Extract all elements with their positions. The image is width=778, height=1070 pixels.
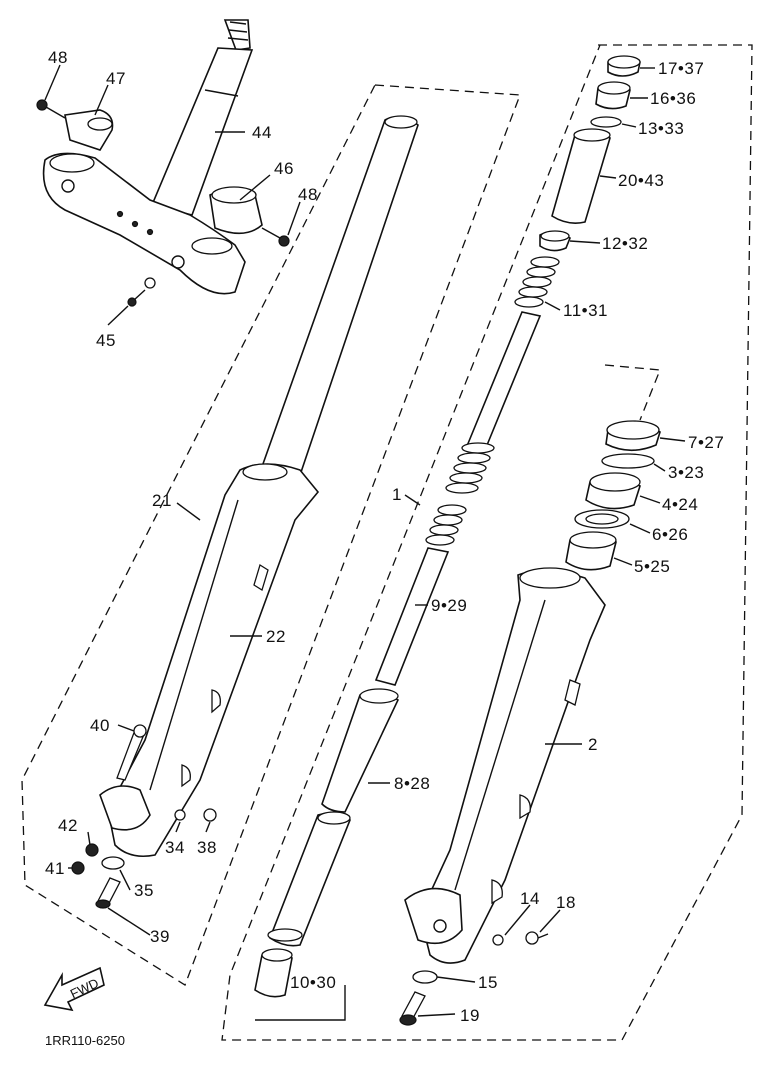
callout-8-28: 8•28 bbox=[394, 774, 430, 793]
callout-34: 34 bbox=[165, 838, 185, 857]
callout-44: 44 bbox=[252, 123, 272, 142]
plug-16 bbox=[595, 81, 631, 110]
group-outline-seals bbox=[604, 364, 661, 421]
bolt-48-right bbox=[261, 227, 290, 247]
clamp-46 bbox=[209, 186, 263, 235]
callout-10-30: 10•30 bbox=[290, 973, 336, 992]
group-outline-left bbox=[21, 84, 521, 986]
lower-bracket bbox=[42, 152, 246, 295]
callout-14: 14 bbox=[520, 889, 540, 908]
callout-5-25: 5•25 bbox=[634, 557, 670, 576]
bushing-5 bbox=[565, 531, 617, 571]
callout-48-top: 48 bbox=[48, 48, 68, 67]
callout-7-27: 7•27 bbox=[688, 433, 724, 452]
bolt-40 bbox=[116, 724, 147, 781]
callout-47: 47 bbox=[106, 69, 126, 88]
callout-labels: 48 47 44 46 48 45 17•37 16•36 13•33 20•4… bbox=[45, 48, 724, 1025]
callout-13-33: 13•33 bbox=[638, 119, 684, 138]
clamp-47 bbox=[64, 109, 114, 151]
callout-17-37: 17•37 bbox=[658, 59, 704, 78]
callout-41: 41 bbox=[45, 859, 65, 878]
callout-35: 35 bbox=[134, 881, 154, 900]
group-outline-right bbox=[221, 44, 753, 1041]
callout-16-36: 16•36 bbox=[650, 89, 696, 108]
seat-12 bbox=[539, 230, 571, 252]
bolt-48-top bbox=[36, 99, 66, 119]
callout-40: 40 bbox=[90, 716, 110, 735]
callout-22: 22 bbox=[266, 627, 286, 646]
inner-tube-left bbox=[256, 115, 419, 492]
callout-3-23: 3•23 bbox=[668, 463, 704, 482]
callout-4-24: 4•24 bbox=[662, 495, 698, 514]
callout-20-43: 20•43 bbox=[618, 171, 664, 190]
callout-6-26: 6•26 bbox=[652, 525, 688, 544]
damper-rod-9 bbox=[374, 504, 467, 686]
callout-48-right: 48 bbox=[298, 185, 318, 204]
tube-8 bbox=[321, 688, 400, 813]
callout-38: 38 bbox=[197, 838, 217, 857]
bushing-10 bbox=[254, 948, 293, 998]
callout-18: 18 bbox=[556, 893, 576, 912]
callout-45: 45 bbox=[96, 331, 116, 350]
callout-1: 1 bbox=[392, 485, 402, 504]
callout-46: 46 bbox=[274, 159, 294, 178]
oring-13 bbox=[590, 116, 622, 128]
small-parts-right bbox=[399, 931, 549, 1026]
oil-seal-4 bbox=[585, 472, 641, 510]
callout-11-31: 11•31 bbox=[563, 301, 608, 320]
callout-2: 2 bbox=[588, 735, 598, 754]
small-parts-left bbox=[71, 808, 217, 909]
fwd-label: FWD bbox=[68, 975, 101, 1001]
steering-stem bbox=[150, 19, 254, 216]
callout-12-32: 12•32 bbox=[602, 234, 648, 253]
spacer-20 bbox=[551, 128, 611, 224]
outer-tube-22 bbox=[99, 463, 320, 858]
leader-lines bbox=[44, 64, 686, 1021]
outer-tube-2 bbox=[404, 567, 606, 964]
fwd-arrow-icon: FWD bbox=[43, 966, 105, 1012]
callout-9-29: 9•29 bbox=[431, 596, 467, 615]
slide-metal bbox=[267, 811, 351, 947]
callout-39: 39 bbox=[150, 927, 170, 946]
clip-3 bbox=[601, 453, 655, 469]
diagram-code: 1RR110-6250 bbox=[45, 1033, 125, 1048]
dust-seal-7 bbox=[605, 420, 661, 452]
spring-11 bbox=[445, 256, 560, 494]
cap-17 bbox=[607, 55, 641, 77]
callout-42: 42 bbox=[58, 816, 78, 835]
bolt-45 bbox=[127, 277, 156, 307]
callout-21: 21 bbox=[152, 491, 172, 510]
washer-6 bbox=[574, 509, 630, 529]
callout-19: 19 bbox=[460, 1006, 480, 1025]
callout-15: 15 bbox=[478, 973, 498, 992]
